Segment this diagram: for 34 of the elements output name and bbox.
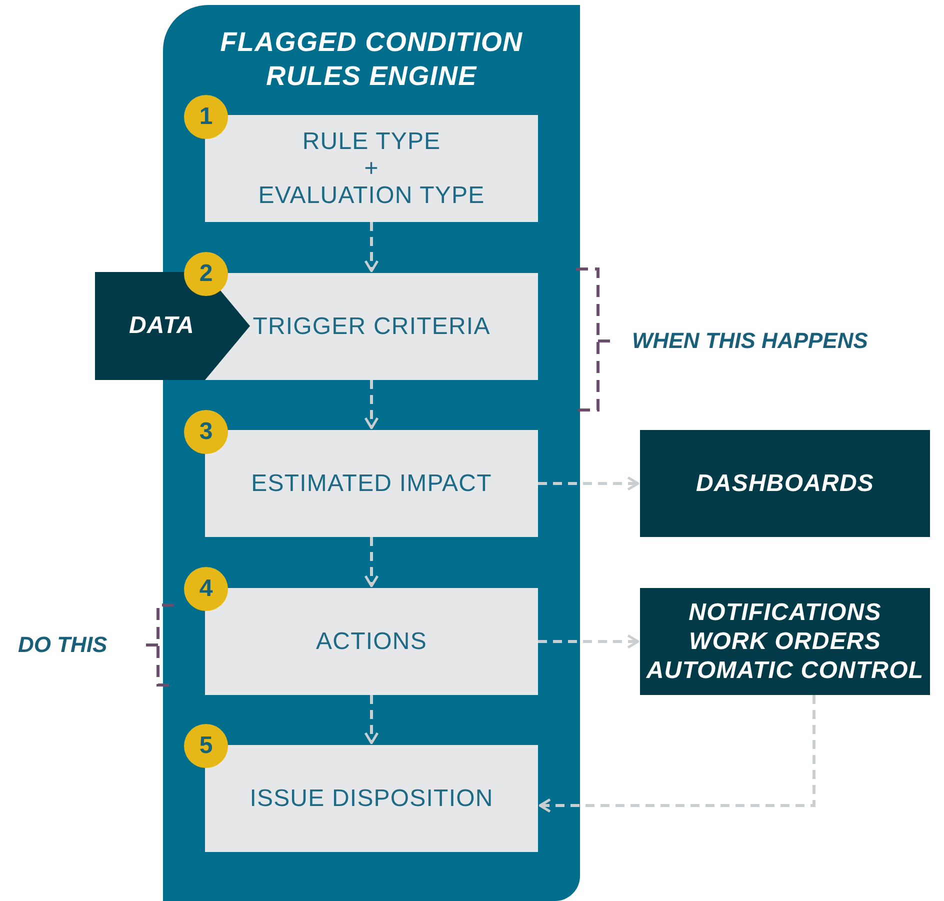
- output-box: [640, 430, 930, 537]
- box-label: RULE TYPE: [302, 128, 441, 155]
- output-label: WORK ORDERS: [689, 627, 881, 656]
- step-number-badge: [184, 567, 228, 611]
- step-number-badge: [184, 410, 228, 454]
- panel-title: FLAGGED CONDITION RULES ENGINE: [219, 26, 524, 93]
- output-label: DASHBOARDS: [696, 469, 874, 498]
- dashed-arrow: [364, 222, 379, 272]
- step-number: 2: [199, 262, 213, 286]
- input-label: DATA: [129, 311, 194, 341]
- box-label: EVALUATION TYPE: [258, 182, 485, 209]
- step-number: 3: [199, 420, 213, 444]
- box-label: ACTIONS: [316, 628, 427, 655]
- step-number-badge: [184, 724, 228, 768]
- dashed-arrow: [364, 695, 379, 744]
- box-label: TRIGGER CRITERIA: [252, 313, 490, 340]
- step-number: 1: [199, 105, 213, 129]
- step-number: 4: [199, 577, 213, 601]
- dashed-arrow: [538, 695, 816, 813]
- step-number-badge: [184, 252, 228, 296]
- output-label: AUTOMATIC CONTROL: [646, 656, 924, 685]
- box-label: ESTIMATED IMPACT: [251, 470, 492, 497]
- output-label: NOTIFICATIONS: [688, 598, 882, 627]
- step-number: 5: [199, 734, 213, 758]
- dashed-arrow: [538, 634, 640, 649]
- step-number-badge: [184, 95, 228, 139]
- box-label: +: [364, 155, 379, 182]
- dashed-arrow: [364, 380, 379, 430]
- dashed-arrow: [538, 476, 640, 491]
- bracket-label: WHEN THIS HAPPENS: [632, 327, 868, 355]
- bracket-label: DO THIS: [18, 631, 108, 659]
- dashed-arrow: [364, 537, 379, 588]
- box-label: ISSUE DISPOSITION: [250, 785, 494, 812]
- output-box: [640, 588, 930, 695]
